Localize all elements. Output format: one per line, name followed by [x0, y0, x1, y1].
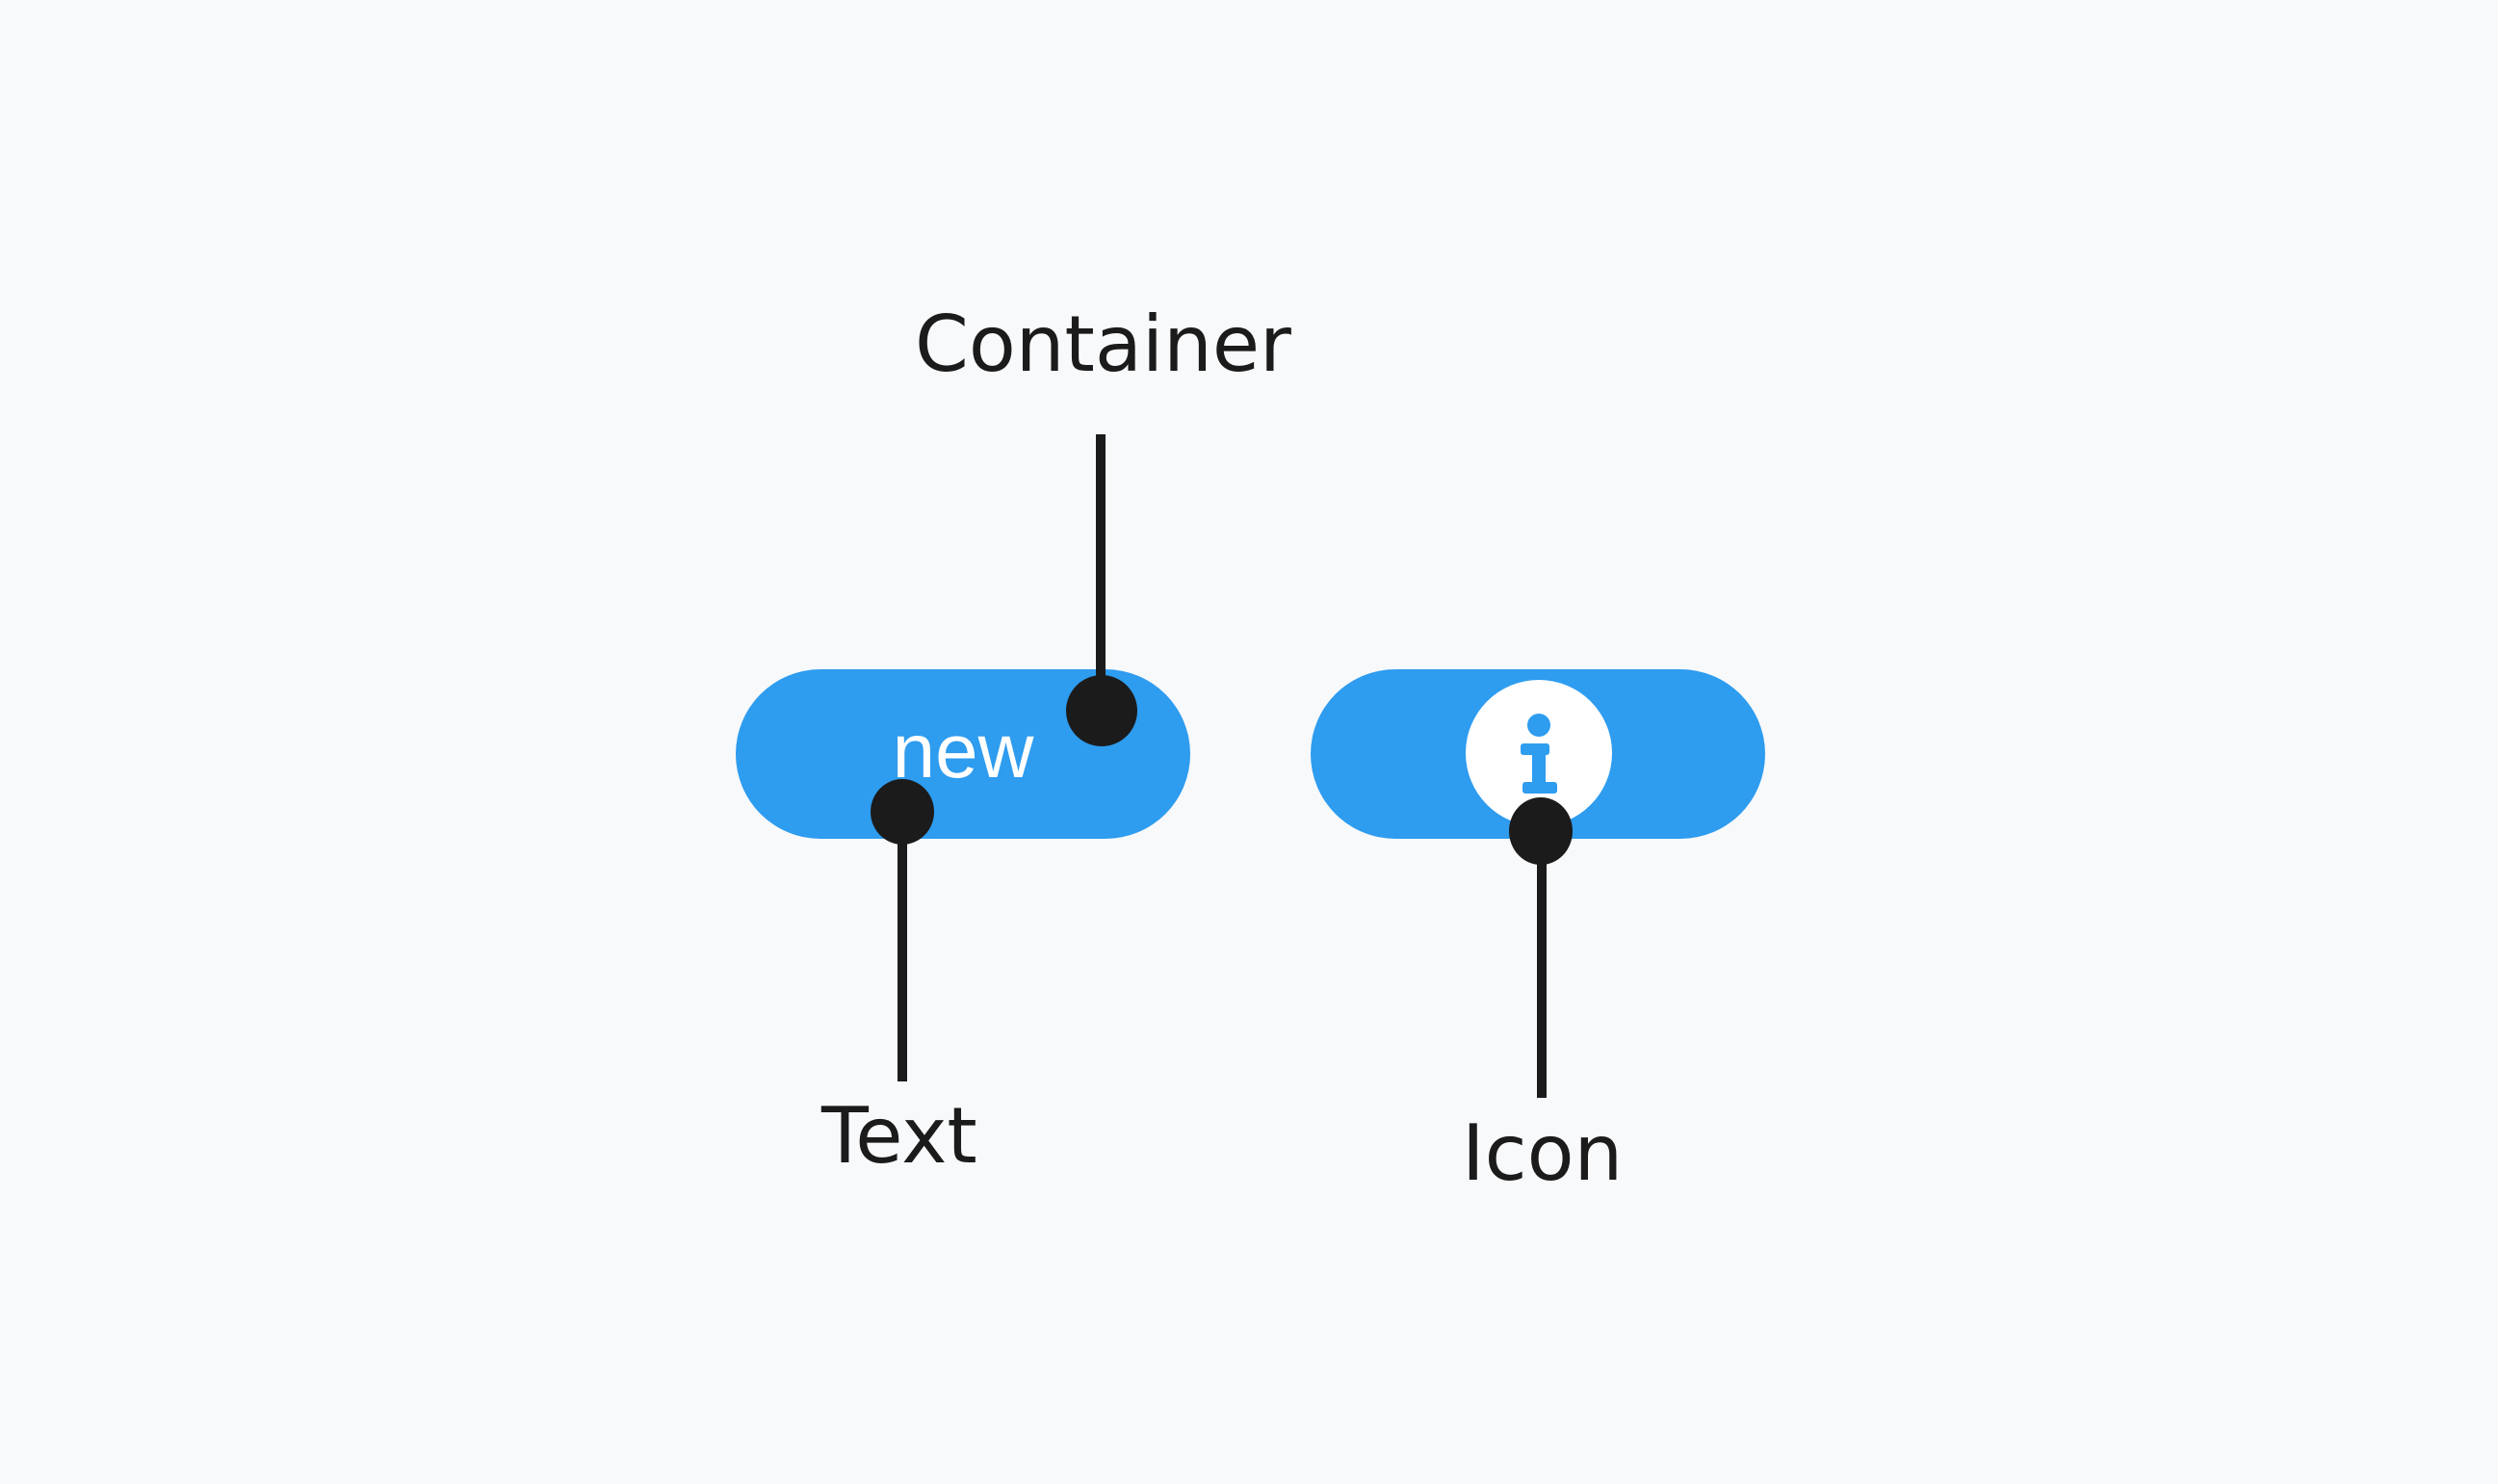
- icon-callout-label: Icon: [1462, 1108, 1624, 1198]
- container-callout-label: Container: [915, 299, 1291, 389]
- text-badge-label: new: [892, 708, 1034, 794]
- text-anchor-dot: [871, 779, 934, 845]
- icon-anchor-dot: [1509, 797, 1573, 865]
- text-leader-line: [898, 814, 907, 1081]
- container-anchor-dot: [1066, 675, 1137, 746]
- text-callout-label: Text: [821, 1091, 977, 1181]
- container-leader-line: [1096, 434, 1106, 713]
- info-icon: [1466, 680, 1612, 826]
- icon-leader-line: [1537, 830, 1547, 1098]
